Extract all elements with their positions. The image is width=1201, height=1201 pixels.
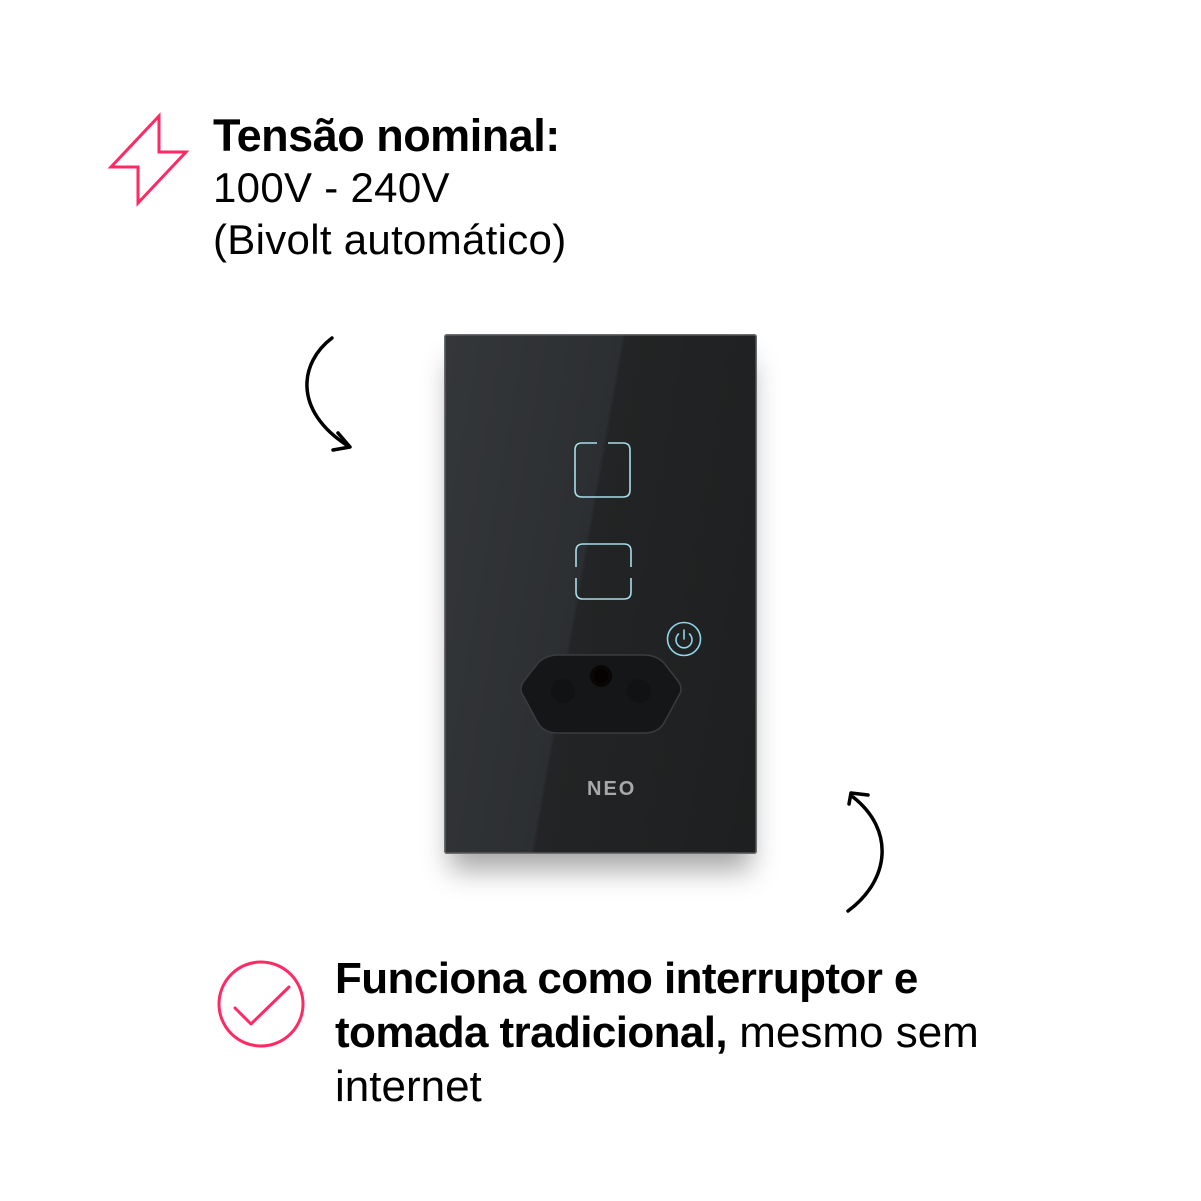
touch-button-1[interactable] (572, 441, 634, 503)
brand-logo: NEO (587, 778, 637, 800)
lightning-bolt-icon (105, 110, 195, 210)
voltage-title: Tensão nominal: (213, 110, 560, 161)
voltage-range: 100V - 240V (213, 164, 450, 211)
voltage-note: (Bivolt automático) (213, 216, 567, 263)
offline-feature: Funciona como interruptor e tomada tradi… (335, 952, 1035, 1114)
smart-switch-device: NEO (444, 334, 757, 854)
offline-feature-regular: mesmo sem internet (335, 1008, 979, 1111)
voltage-feature: Tensão nominal: 100V - 240V (Bivolt auto… (213, 110, 567, 266)
offline-feature-bold: Funciona como interruptor e tomada tradi… (335, 954, 918, 1057)
curved-arrow-down-icon (290, 320, 370, 460)
check-circle-icon (215, 958, 307, 1050)
brazilian-outlet (518, 651, 684, 737)
power-button[interactable] (665, 620, 703, 658)
curved-arrow-up-icon (830, 780, 910, 930)
touch-button-2[interactable] (573, 542, 635, 604)
